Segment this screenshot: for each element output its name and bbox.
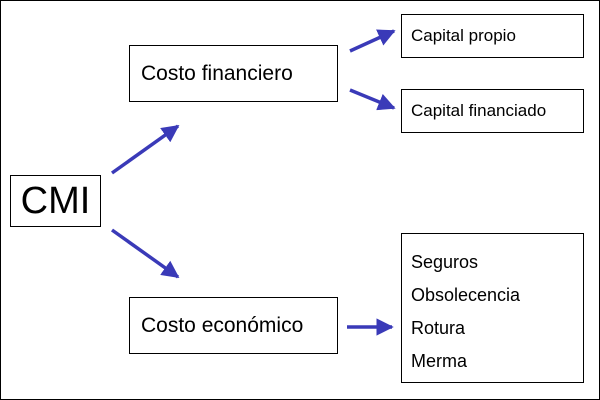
costo-financiero-label: Costo financiero — [141, 61, 293, 85]
cost-list-box: Seguros Obsolecencia Rotura Merma — [401, 233, 584, 383]
costo-economico-box: Costo económico — [129, 297, 338, 354]
cmi-root-label: CMI — [20, 179, 91, 222]
list-item-seguros: Seguros — [411, 252, 479, 272]
capital-financiado-label: Capital financiado — [411, 101, 547, 120]
capital-financiado-box: Capital financiado — [401, 89, 584, 133]
arrow-financiero-to-capital-financiado — [349, 88, 396, 111]
capital-propio-label: Capital propio — [411, 26, 516, 45]
list-item-obsolecencia: Obsolecencia — [411, 285, 521, 305]
arrow-cmi-to-costo-economico — [110, 228, 180, 279]
capital-propio-box: Capital propio — [401, 14, 584, 58]
arrow-cmi-to-costo-financiero — [110, 124, 180, 175]
costo-financiero-box: Costo financiero — [129, 45, 338, 102]
list-item-merma: Merma — [411, 351, 468, 371]
list-item-rotura: Rotura — [411, 318, 466, 338]
cmi-root-box: CMI — [10, 175, 101, 227]
costo-economico-label: Costo económico — [141, 313, 304, 337]
arrow-financiero-to-capital-propio — [349, 29, 396, 53]
